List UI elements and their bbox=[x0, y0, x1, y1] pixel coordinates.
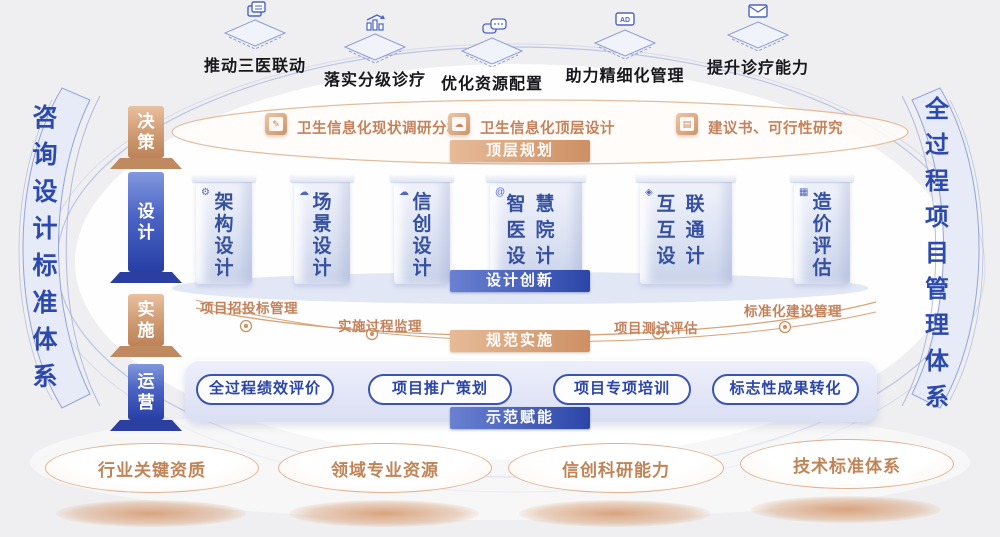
calculator-icon: ▦ bbox=[799, 187, 809, 198]
operation-pill: 项目专项培训 bbox=[553, 374, 691, 405]
implementation-item: 标准化建设管理 bbox=[744, 304, 842, 319]
cloud-icon: ☁ bbox=[299, 187, 309, 198]
right-band-title: 全过程项目管理体系 bbox=[925, 96, 949, 411]
goal-item: 提升诊疗能力 bbox=[683, 2, 833, 78]
stage-design-base bbox=[110, 272, 182, 283]
pillar-xinchuang-design: ☁ 信创设计 bbox=[390, 173, 454, 284]
pillar-label: 场景设计 bbox=[312, 192, 332, 279]
goal-item: 优化资源配置 bbox=[417, 18, 567, 94]
decision-item: 卫生信息化顶层设计 bbox=[480, 121, 615, 137]
pillar-label: 智慧医院设计 bbox=[506, 194, 565, 267]
banner-top-level-planning: 顶层规划 bbox=[450, 140, 590, 162]
stage-design: 设计 bbox=[128, 172, 164, 272]
foundation-oval: 技术标准体系 bbox=[740, 439, 954, 489]
stage-decision-base bbox=[110, 158, 182, 169]
ad-screen-icon: AD bbox=[593, 12, 657, 60]
document-cube-icon: ▤ bbox=[676, 113, 698, 135]
shield-icon: ◈ bbox=[645, 187, 653, 198]
left-band-shape bbox=[18, 87, 101, 409]
cube-glyph: ✎ bbox=[269, 117, 283, 131]
operation-pill: 全过程绩效评价 bbox=[196, 374, 334, 405]
foundation-oval: 行业关键资质 bbox=[45, 443, 259, 493]
foundation-oval: 信创科研能力 bbox=[508, 443, 724, 493]
pillar-cost-evaluation: ▦ 造价评估 bbox=[790, 173, 854, 284]
stage-implementation-base bbox=[110, 346, 182, 357]
cube-glyph: ☁ bbox=[452, 117, 466, 131]
chat-bubbles-icon bbox=[460, 18, 524, 68]
foundation-oval-shadow bbox=[56, 500, 246, 527]
stage-label: 设计 bbox=[137, 202, 155, 242]
implementation-item: 实施过程监理 bbox=[338, 319, 422, 334]
goal-label: 助力精细化管理 bbox=[565, 68, 685, 85]
implementation-item: 项目测试评估 bbox=[614, 321, 698, 336]
goal-label: 提升诊疗能力 bbox=[706, 60, 809, 77]
svg-text:AD: AD bbox=[620, 17, 630, 24]
gear-icon: ⚙ bbox=[201, 187, 210, 198]
stage-operation: 运营 bbox=[128, 364, 164, 420]
foundation-oval-shadow bbox=[751, 496, 941, 523]
operation-pill: 标志性成果转化 bbox=[712, 374, 859, 405]
goal-label: 优化资源配置 bbox=[440, 76, 543, 93]
at-icon: @ bbox=[495, 187, 506, 198]
pillar-interconnection-design: ◈ 互联互通设计 bbox=[636, 173, 736, 284]
foundation-oval: 领域专业资源 bbox=[278, 443, 492, 493]
goal-label: 推动三医联动 bbox=[203, 58, 306, 75]
goal-item: AD 助力精细化管理 bbox=[550, 10, 700, 86]
pillar-label: 信创设计 bbox=[412, 192, 432, 279]
pillar-label: 架构设计 bbox=[214, 192, 234, 279]
decision-item: 卫生信息化现状调研分析 bbox=[297, 121, 462, 137]
foundation-oval-shadow bbox=[519, 500, 711, 527]
implementation-dots bbox=[239, 319, 792, 341]
documents-icon bbox=[223, 1, 287, 50]
stage-operation-base bbox=[110, 420, 182, 431]
right-band-shape bbox=[901, 87, 984, 409]
banner-standard-implementation: 规范实施 bbox=[450, 330, 590, 352]
cloud-cube-icon: ☁ bbox=[448, 113, 470, 135]
pillar-label: 互联互通设计 bbox=[656, 194, 715, 267]
chart-growth-icon bbox=[343, 14, 407, 64]
pillar-architecture-design: ⚙ 架构设计 bbox=[192, 173, 256, 284]
banner-demonstration-empowerment: 示范赋能 bbox=[450, 407, 590, 429]
decision-item: 建议书、可行性研究 bbox=[708, 121, 843, 137]
stage-label: 决策 bbox=[137, 112, 155, 152]
banner-design-innovation: 设计创新 bbox=[450, 270, 590, 292]
implementation-item: 项目招投标管理 bbox=[200, 301, 298, 316]
pillar-scenario-design: ☁ 场景设计 bbox=[290, 173, 354, 284]
pencil-cube-icon: ✎ bbox=[265, 113, 287, 135]
cloud-icon: ☁ bbox=[399, 187, 409, 198]
goal-label: 落实分级诊疗 bbox=[323, 72, 426, 89]
stage-label: 运营 bbox=[137, 372, 155, 412]
goal-item: 落实分级诊疗 bbox=[300, 14, 450, 90]
pillar-smart-hospital-design: @ 智慧医院设计 bbox=[486, 173, 586, 284]
foundation-oval-shadow bbox=[289, 500, 479, 527]
stage-label: 实施 bbox=[137, 300, 155, 340]
mail-icon bbox=[726, 4, 790, 52]
stage-implementation: 实施 bbox=[128, 294, 164, 346]
cube-glyph: ▤ bbox=[680, 117, 694, 131]
pillar-label: 造价评估 bbox=[812, 192, 832, 279]
stage-decision: 决策 bbox=[128, 106, 164, 158]
left-band-title: 咨询设计标准体系 bbox=[32, 104, 58, 391]
goal-item: 推动三医联动 bbox=[180, 0, 330, 76]
operation-pill: 项目推广策划 bbox=[368, 374, 512, 405]
